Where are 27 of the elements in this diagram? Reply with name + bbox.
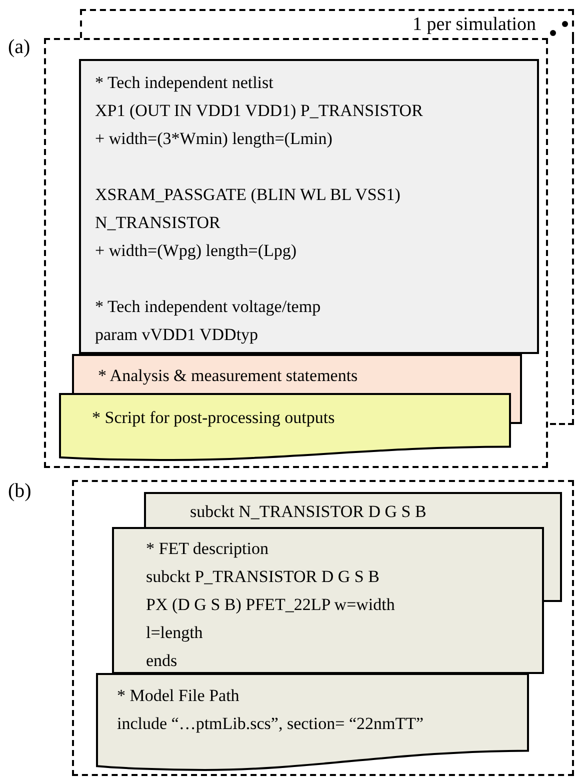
dashed-frame — [44, 38, 548, 468]
code-line: + width=(3*Wmin) length=(Lmin) — [95, 128, 334, 150]
code-line: ends — [146, 650, 178, 672]
code-line: XSRAM_PASSGATE (BLIN WL BL VSS1) — [95, 184, 402, 206]
panel-label: (a) — [8, 36, 30, 59]
code-line: * Tech independent netlist — [95, 72, 274, 94]
code-box — [144, 492, 562, 527]
code-line: * FET description — [146, 538, 270, 560]
code-line: * Analysis & measurement statements — [98, 365, 359, 387]
code-line: include “…ptmLib.scs”, section= “22nmTT” — [117, 713, 425, 735]
code-line: subckt P_TRANSISTOR D G S B — [146, 566, 380, 588]
code-box — [79, 59, 539, 354]
code-line: * Script for post-processing outputs — [92, 407, 336, 429]
code-line: * Tech independent voltage/temp — [95, 296, 322, 318]
code-line: N_TRANSISTOR — [95, 212, 222, 234]
panel-label: (b) — [8, 480, 32, 503]
code-line: XP1 (OUT IN VDD1 VDD1) P_TRANSISTOR — [95, 100, 424, 122]
code-line: param vVDD1 VDDtyp — [95, 324, 260, 346]
code-box — [72, 354, 522, 394]
dashed-frame — [72, 480, 574, 776]
code-line: + width=(Wpg) length=(Lpg) — [95, 240, 298, 262]
code-box — [112, 527, 544, 674]
code-line: subckt N_TRANSISTOR D G S B — [190, 501, 428, 523]
frame-label: 1 per simulation — [412, 13, 536, 37]
code-line: l=length — [146, 622, 204, 644]
code-line: * Model File Path — [117, 685, 240, 707]
code-line: PX (D G S B) PFET_22LP w=width — [146, 594, 396, 616]
